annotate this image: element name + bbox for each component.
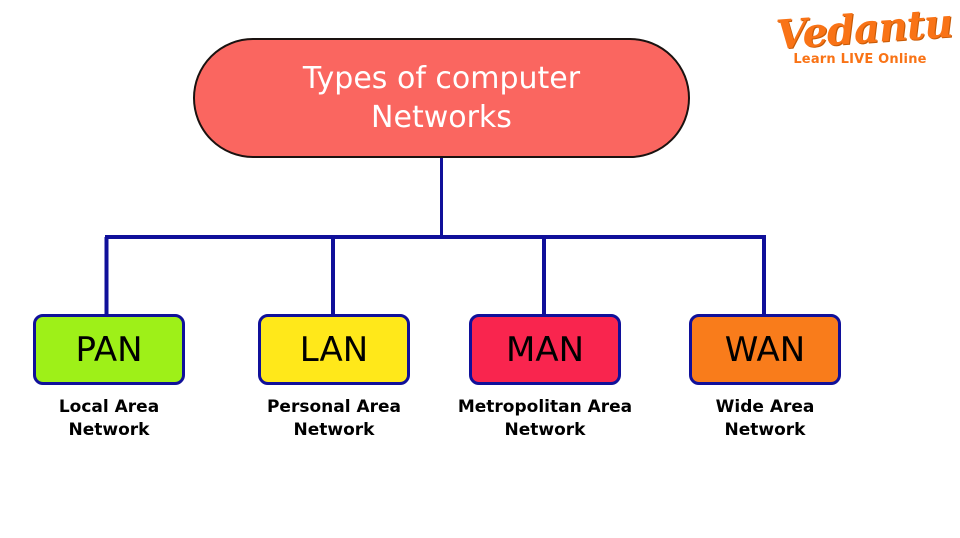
- leaf-node-man[interactable]: MAN Metropolitan Area Network: [458, 314, 632, 442]
- leaf-abbr-pan: PAN: [75, 329, 143, 370]
- root-node-types-of-computer-networks[interactable]: Types of computer Networks: [193, 38, 690, 158]
- leaf-node-wan[interactable]: WAN Wide Area Network: [689, 314, 841, 442]
- leaf-abbr-lan: LAN: [299, 329, 369, 370]
- root-node-label: Types of computer Networks: [302, 61, 581, 135]
- leaf-abbr-wan: WAN: [724, 329, 806, 370]
- leaf-node-lan[interactable]: LAN Personal Area Network: [258, 314, 410, 442]
- leaf-box-lan[interactable]: LAN: [258, 314, 410, 385]
- leaf-caption-man: Metropolitan Area Network: [457, 397, 633, 440]
- leaf-caption-pan: Local Area Network: [58, 397, 160, 440]
- leaf-box-man[interactable]: MAN: [469, 314, 621, 385]
- leaf-caption-wan: Wide Area Network: [715, 397, 815, 440]
- leaf-box-pan[interactable]: PAN: [33, 314, 185, 385]
- leaf-caption-lan: Personal Area Network: [266, 397, 402, 440]
- logo-wordmark: Vedantu: [774, 0, 954, 59]
- vedantu-logo: Vedantu Learn LIVE Online: [775, 0, 954, 78]
- leaf-node-pan[interactable]: PAN Local Area Network: [33, 314, 185, 442]
- leaf-box-wan[interactable]: WAN: [689, 314, 841, 385]
- leaf-abbr-man: MAN: [505, 329, 585, 370]
- logo-tagline: Learn LIVE Online: [793, 52, 927, 67]
